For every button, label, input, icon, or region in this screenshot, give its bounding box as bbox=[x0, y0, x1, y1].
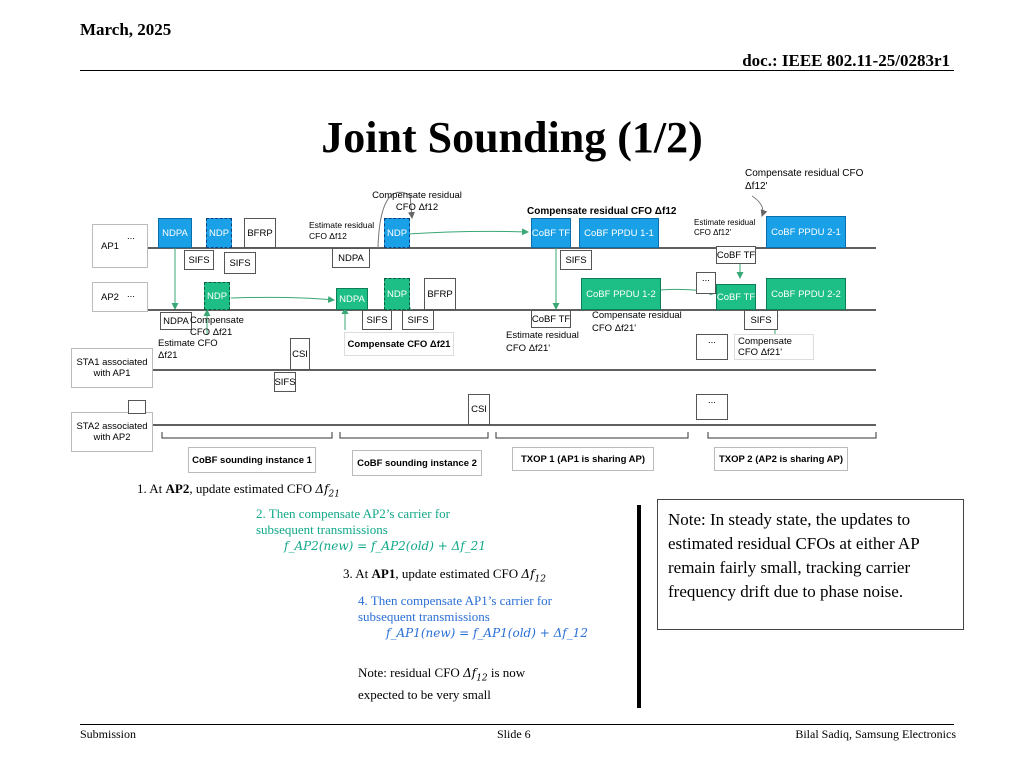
row-label-ap2: AP2... bbox=[92, 282, 148, 312]
residual-note: Note: residual CFO Δf12 is now expected … bbox=[358, 665, 526, 702]
annot-est-21: Estimate CFO Δf21 bbox=[158, 338, 218, 361]
annot-comp-21-bold: Compensate CFO Δf21 bbox=[344, 332, 454, 356]
ap1-ppdu-11: CoBF PPDU 1-1 bbox=[579, 218, 659, 248]
header-doc-id: doc.: IEEE 802.11-25/0283r1 bbox=[742, 51, 950, 70]
row-label-sta2: STA2 associated with AP2 bbox=[71, 412, 153, 452]
step-2-equation: f_AP2(new) = f_AP2(old) + Δf_21 bbox=[284, 539, 486, 553]
annot-comp-res-12-mid: Compensate residual CFO Δf12 bbox=[372, 190, 462, 213]
row-label-ap1: AP1... bbox=[92, 224, 148, 268]
ap2-ellipsis-box: ... bbox=[696, 272, 716, 294]
sta1-csi-frame: CSI bbox=[290, 338, 310, 370]
ap1-sifs-1: SIFS bbox=[184, 250, 214, 270]
ap2-sifs-3: SIFS bbox=[744, 310, 778, 330]
ap2-cobf-tf-plain: CoBF TF bbox=[531, 310, 571, 328]
annot-est-res-12p: Estimate residual CFO Δf12' bbox=[694, 218, 756, 237]
sta1-ellipsis-box: ... bbox=[696, 334, 728, 360]
ap2-sifs-1: SIFS bbox=[362, 310, 392, 330]
footer-slide-number: Slide 6 bbox=[497, 727, 531, 741]
sta2-csi-frame: CSI bbox=[468, 394, 490, 425]
sta1-sifs: SIFS bbox=[274, 372, 296, 392]
ap2-ndpa-frame: NDPA bbox=[336, 288, 368, 310]
ap2-ndp-frame: NDP bbox=[204, 282, 230, 310]
slide-title: Joint Sounding (1/2) bbox=[321, 113, 703, 162]
ap1-cobf-tf: CoBF TF bbox=[531, 218, 571, 248]
footer-rule bbox=[80, 724, 954, 725]
ap2-ppdu-22: CoBF PPDU 2-2 bbox=[766, 278, 846, 310]
ap1-ndpa-plain: NDPA bbox=[332, 248, 370, 268]
phase-txop-2: TXOP 2 (AP2 is sharing AP) bbox=[714, 447, 848, 471]
ap1-ppdu-21: CoBF PPDU 2-1 bbox=[766, 216, 846, 248]
footer-submission: Submission bbox=[80, 727, 137, 741]
ap1-bfrp-frame: BFRP bbox=[244, 218, 276, 248]
annot-est-res-21p: Estimate residual CFO Δf21' bbox=[506, 330, 579, 354]
ap1-ndp-frame-2: NDP bbox=[384, 218, 410, 248]
sta2-small-box bbox=[128, 400, 146, 414]
step-2: 2. Then compensate AP2’s carrier for sub… bbox=[256, 506, 486, 553]
steady-state-note: Note: In steady state, the updates to es… bbox=[657, 499, 964, 630]
header-date: March, 2025 bbox=[80, 20, 172, 39]
ap1-ndp-frame: NDP bbox=[206, 218, 232, 248]
sta2-ellipsis-box: ... bbox=[696, 394, 728, 420]
header-rule bbox=[80, 70, 954, 71]
step-4: 4. Then compensate AP1’s carrier for sub… bbox=[358, 593, 588, 640]
annot-comp-res-21p: Compensate residual CFO Δf21' bbox=[592, 310, 682, 334]
ap1-sifs-2: SIFS bbox=[224, 252, 256, 274]
footer-author: Bilal Sadiq, Samsung Electronics bbox=[795, 727, 956, 741]
annot-comp-res-12-bold: Compensate residual CFO Δf12 bbox=[527, 206, 677, 217]
ap2-ndp-frame-2: NDP bbox=[384, 278, 410, 310]
ap1-ndpa-frame: NDPA bbox=[158, 218, 192, 248]
phase-txop-1: TXOP 1 (AP1 is sharing AP) bbox=[512, 447, 654, 471]
ap1-cobf-tf-plain: CoBF TF bbox=[716, 246, 756, 264]
ap1-sifs-3: SIFS bbox=[560, 250, 592, 270]
vertical-divider bbox=[637, 505, 641, 708]
annot-comp-res-12-top: Compensate residual CFO Δf12' bbox=[745, 168, 864, 192]
ap2-bfrp-frame: BFRP bbox=[424, 278, 456, 310]
ap2-cobf-tf: CoBF TF bbox=[716, 284, 756, 310]
step-1: 1. At AP2, update estimated CFO Δf21 bbox=[137, 481, 340, 500]
ap2-ppdu-12: CoBF PPDU 1-2 bbox=[581, 278, 661, 310]
row-label-sta1: STA1 associated with AP1 bbox=[71, 348, 153, 388]
ap2-sifs-2: SIFS bbox=[402, 310, 434, 330]
ap2-ndpa-plain: NDPA bbox=[160, 312, 192, 330]
annot-est-res-12: Estimate residual CFO Δf12 bbox=[309, 220, 375, 241]
step-3: 3. At AP1, update estimated CFO Δf12 bbox=[343, 566, 546, 585]
step-4-equation: f_AP1(new) = f_AP1(old) + Δf_12 bbox=[386, 626, 588, 640]
phase-sounding-1: CoBF sounding instance 1 bbox=[188, 447, 316, 473]
annot-comp-21: Compensate CFO Δf21 bbox=[190, 315, 244, 338]
phase-sounding-2: CoBF sounding instance 2 bbox=[352, 450, 482, 476]
annot-comp-21p: Compensate CFO Δf21' bbox=[734, 334, 814, 360]
